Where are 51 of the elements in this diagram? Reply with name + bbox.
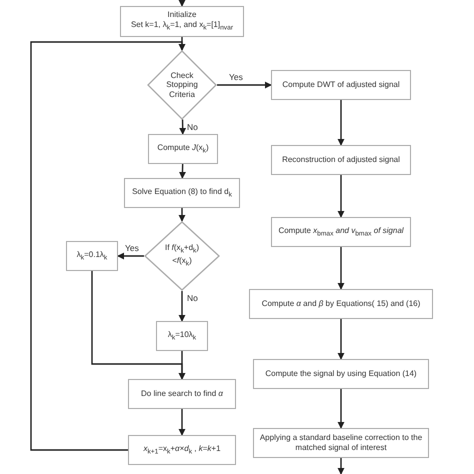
process-box [156,321,208,351]
process-box [124,178,240,208]
node-text: Reconstruction of adjusted signal [281,155,401,165]
arrow [338,175,344,218]
arrow [178,291,186,322]
process-box [253,428,429,458]
arrow [338,247,344,290]
edge-label: No [186,294,199,304]
arrow [217,82,272,88]
arrow [338,458,344,474]
process-box [253,359,429,389]
node-text: Compute α and β by Equations( 15) and (16) [260,299,422,309]
arrow [178,164,186,179]
node-text: x$_{k+1}$=x$_{k}$+α×d$_{k}$ , k=k+1 [142,444,222,456]
process-box [271,217,411,247]
arrow [178,208,186,222]
arrow [178,409,186,436]
node-text: Compute J(x$_{k}$) [156,142,210,156]
process-box [128,435,236,465]
edge-label: Yes [124,244,140,254]
arrow [338,319,344,360]
arrow [117,252,144,260]
process-box [66,241,118,271]
node-text: Solve Equation (8) to find d$_{k}$ [131,186,233,200]
process-box [271,70,411,100]
node-text: Applying a standard baseline correction to the matched signal of interest [258,433,424,453]
node-text: Compute the signal by using Equation (14) [264,369,418,379]
node-text: λ$_{k}$=10λ$_{k}$ [166,330,198,342]
edge-label: No [186,123,199,132]
process-box [249,289,433,319]
node-text: Set k=1, λ$_{k}$=1, and x$_{k}$=[1]$_{nvar}$ [130,20,234,33]
process-box [120,6,244,37]
node-text: λ$_{k}$=0.1λ$_{k}$ [76,250,108,262]
arrow [30,41,186,451]
edge-label: Yes [228,73,244,82]
process-box [271,145,411,175]
node-text: Do line search to find α [140,389,224,399]
process-box [128,379,236,409]
node-text: If f(x$_{k}$+d$_{k}$)<f(x$_{k}$) [164,243,200,269]
process-box [148,134,218,164]
decision-diamond [144,221,220,291]
node-text: Initialize [166,10,198,20]
node-text: Compute DWT of adjusted signal [281,80,401,90]
arrow [338,100,344,146]
arrow [178,351,186,380]
node-text: Check Stopping Criteria [165,70,199,100]
arrow [338,389,344,429]
arrow [178,0,186,7]
node-text: Compute x$_{bmax}$ and v$_{bmax}$ of signal [277,226,405,238]
decision-diamond [147,50,217,120]
arrow [179,119,186,135]
